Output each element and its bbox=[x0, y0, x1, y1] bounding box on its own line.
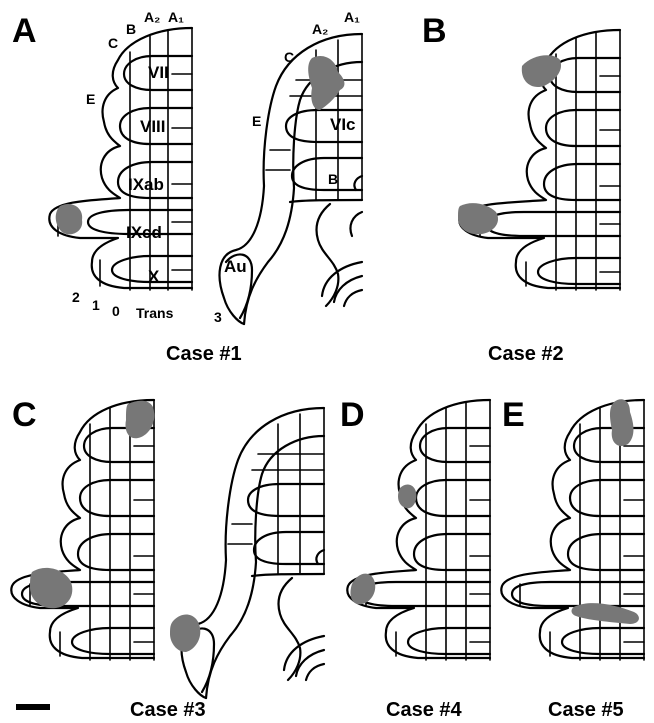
lesion-e-1 bbox=[610, 399, 634, 446]
case-label-2: Case #2 bbox=[488, 343, 564, 365]
panel-letter-a: A bbox=[12, 12, 37, 50]
map-c-left bbox=[11, 400, 154, 660]
zone-label-e: E bbox=[86, 91, 95, 107]
panel-d: D Case #4 bbox=[340, 396, 490, 721]
panel-letter-b: B bbox=[422, 12, 447, 50]
map-c-right bbox=[170, 408, 324, 698]
lobule-x: X bbox=[148, 267, 160, 286]
lesion-b-1 bbox=[522, 55, 561, 87]
map-a-left bbox=[49, 28, 192, 290]
region-label-au: Au bbox=[224, 257, 247, 276]
lobule-vii: VII bbox=[148, 63, 169, 82]
panel-letter-c: C bbox=[12, 396, 37, 434]
lesion-d-1 bbox=[398, 485, 416, 509]
lesion-d-2 bbox=[350, 574, 375, 605]
zone-label-a2-right: A₂ bbox=[312, 21, 328, 37]
zone-label-b-right: B bbox=[328, 171, 338, 187]
lesion-c-3 bbox=[170, 614, 200, 652]
zone-label-1: 1 bbox=[92, 297, 100, 313]
map-b bbox=[458, 30, 620, 290]
zone-label-3: 3 bbox=[214, 309, 222, 325]
zone-label-2: 2 bbox=[72, 289, 80, 305]
zone-label-a1-right: A₁ bbox=[344, 9, 360, 25]
panel-b: B Case #2 bbox=[422, 12, 620, 365]
zone-label-trans: Trans bbox=[136, 305, 174, 321]
map-d bbox=[347, 400, 490, 660]
case-label-3: Case #3 bbox=[130, 699, 206, 721]
zone-label-b: B bbox=[126, 21, 136, 37]
case-label-4: Case #4 bbox=[386, 699, 462, 721]
lobule-ixab: IXab bbox=[128, 175, 164, 194]
lesion-c-2 bbox=[30, 568, 72, 608]
map-e bbox=[501, 399, 644, 660]
lesion-c-1 bbox=[126, 401, 155, 439]
zone-label-0: 0 bbox=[112, 303, 120, 319]
lobule-viii: VIII bbox=[140, 117, 166, 136]
zone-label-c: C bbox=[108, 35, 118, 51]
panel-letter-e: E bbox=[502, 396, 525, 434]
panel-c: C bbox=[11, 396, 324, 721]
lesion-b-2 bbox=[458, 203, 498, 234]
zone-label-e-right: E bbox=[252, 113, 261, 129]
lesion-a-left bbox=[56, 204, 82, 234]
panel-a: A C B A₂ A₁ E VII VIII bbox=[12, 9, 362, 365]
lobule-vic: VIc bbox=[330, 115, 356, 134]
panel-e: E Case #5 bbox=[501, 396, 644, 721]
panel-letter-d: D bbox=[340, 396, 365, 434]
lobule-ixcd: IXcd bbox=[126, 223, 162, 242]
map-a-right bbox=[220, 34, 362, 324]
scale-bar bbox=[16, 704, 50, 710]
case-label-1: Case #1 bbox=[166, 343, 242, 365]
zone-label-c-right: C bbox=[284, 49, 294, 65]
zone-label-a1: A₁ bbox=[168, 9, 184, 25]
case-label-5: Case #5 bbox=[548, 699, 624, 721]
zone-label-a2: A₂ bbox=[144, 9, 160, 25]
